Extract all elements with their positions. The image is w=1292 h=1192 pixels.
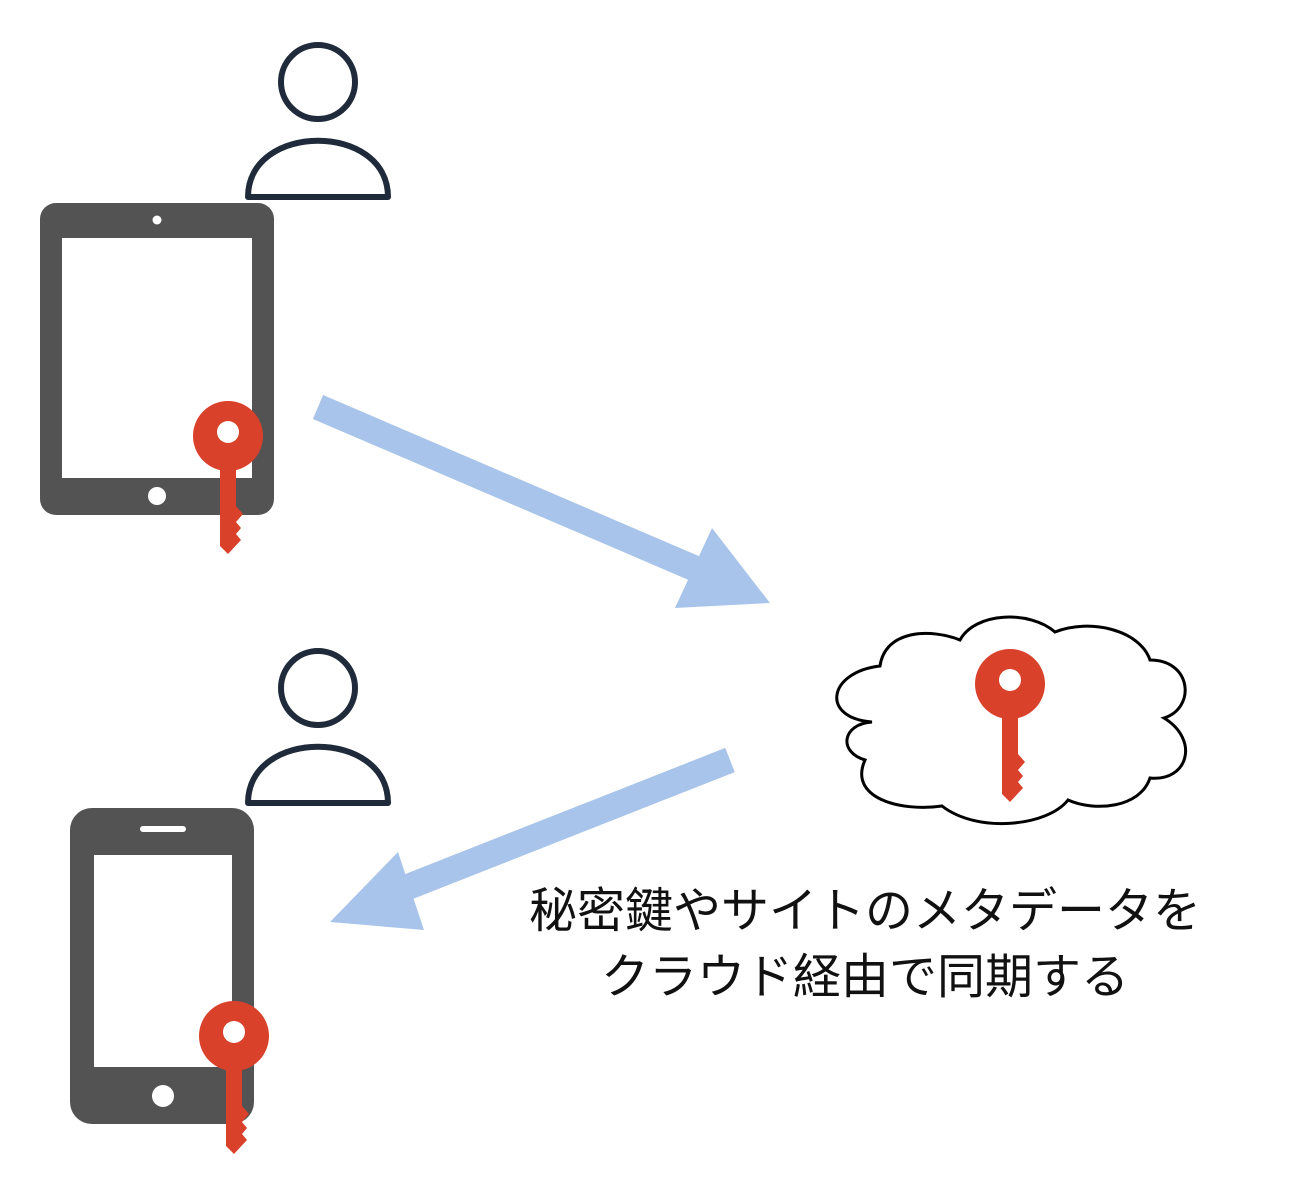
arrow-icon-to-cloud bbox=[312, 395, 770, 608]
user-icon-bottom bbox=[248, 651, 388, 803]
caption-line-1: 秘密鍵やサイトのメタデータを bbox=[528, 883, 1201, 939]
user-icon-top bbox=[248, 45, 388, 197]
arrow-icon-to-phone bbox=[330, 747, 735, 930]
sync-caption: 秘密鍵やサイトのメタデータを クラウド経由で同期する bbox=[470, 878, 1260, 1010]
caption-line-2: クラウド経由で同期する bbox=[600, 949, 1129, 1005]
